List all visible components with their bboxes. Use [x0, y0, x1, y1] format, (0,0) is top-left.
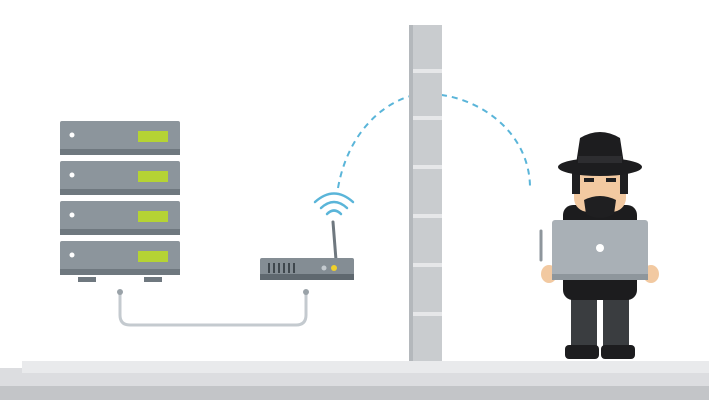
- ground-shadow-icon: [0, 361, 709, 400]
- laptop-icon: [552, 220, 648, 280]
- cable-icon: [117, 289, 309, 327]
- wall-icon: [409, 25, 442, 361]
- wifi-router-icon: [260, 220, 354, 280]
- wifi-signal-icon: [313, 192, 355, 216]
- wireless-path-icon: [337, 92, 531, 189]
- server-rack-icon: [60, 121, 180, 282]
